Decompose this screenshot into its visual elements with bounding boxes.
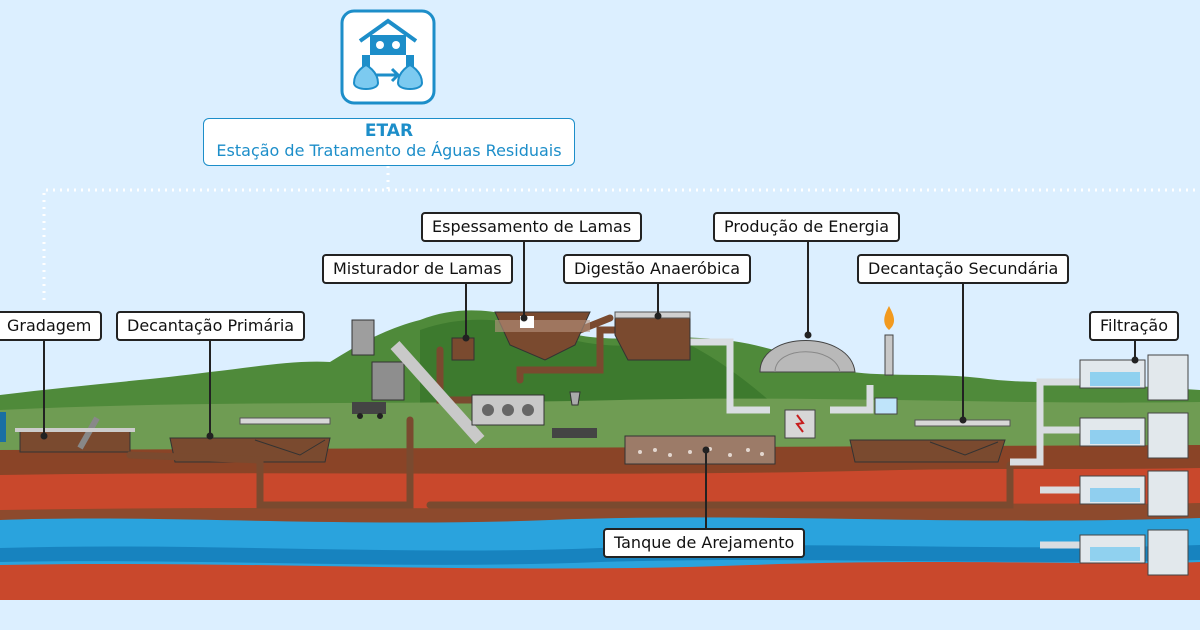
- label-tanque-arejamento: Tanque de Arejamento: [603, 528, 806, 558]
- label-filtracao: Filtração: [1089, 311, 1179, 341]
- sludge-mixer: [351, 319, 485, 445]
- sludge-thickener: [494, 311, 591, 361]
- label-decantacao-secundaria: Decantação Secundária: [857, 254, 1070, 284]
- plant-full-name: Estação de Tratamento de Águas Residuais: [216, 141, 562, 160]
- plant-title-box: ETAR Estação de Tratamento de Águas Resi…: [203, 118, 575, 166]
- label-digestao-anaerobica: Digestão Anaeróbica: [563, 254, 752, 284]
- plant-abbreviation: ETAR: [364, 121, 414, 141]
- label-gradagem: Gradagem: [0, 311, 103, 341]
- house-water-treatment-icon: [340, 9, 436, 105]
- label-decantacao-primaria: Decantação Primária: [116, 311, 306, 341]
- label-misturador-lamas: Misturador de Lamas: [322, 254, 513, 284]
- label-espessamento-lamas: Espessamento de Lamas: [421, 212, 643, 242]
- screening-unit: [0, 412, 135, 453]
- anaerobic-digester: [614, 311, 691, 361]
- aeration-tank: [624, 435, 776, 465]
- filter-press: [471, 391, 597, 438]
- biogas-dome: [759, 306, 898, 439]
- label-producao-energia: Produção de Energia: [713, 212, 901, 242]
